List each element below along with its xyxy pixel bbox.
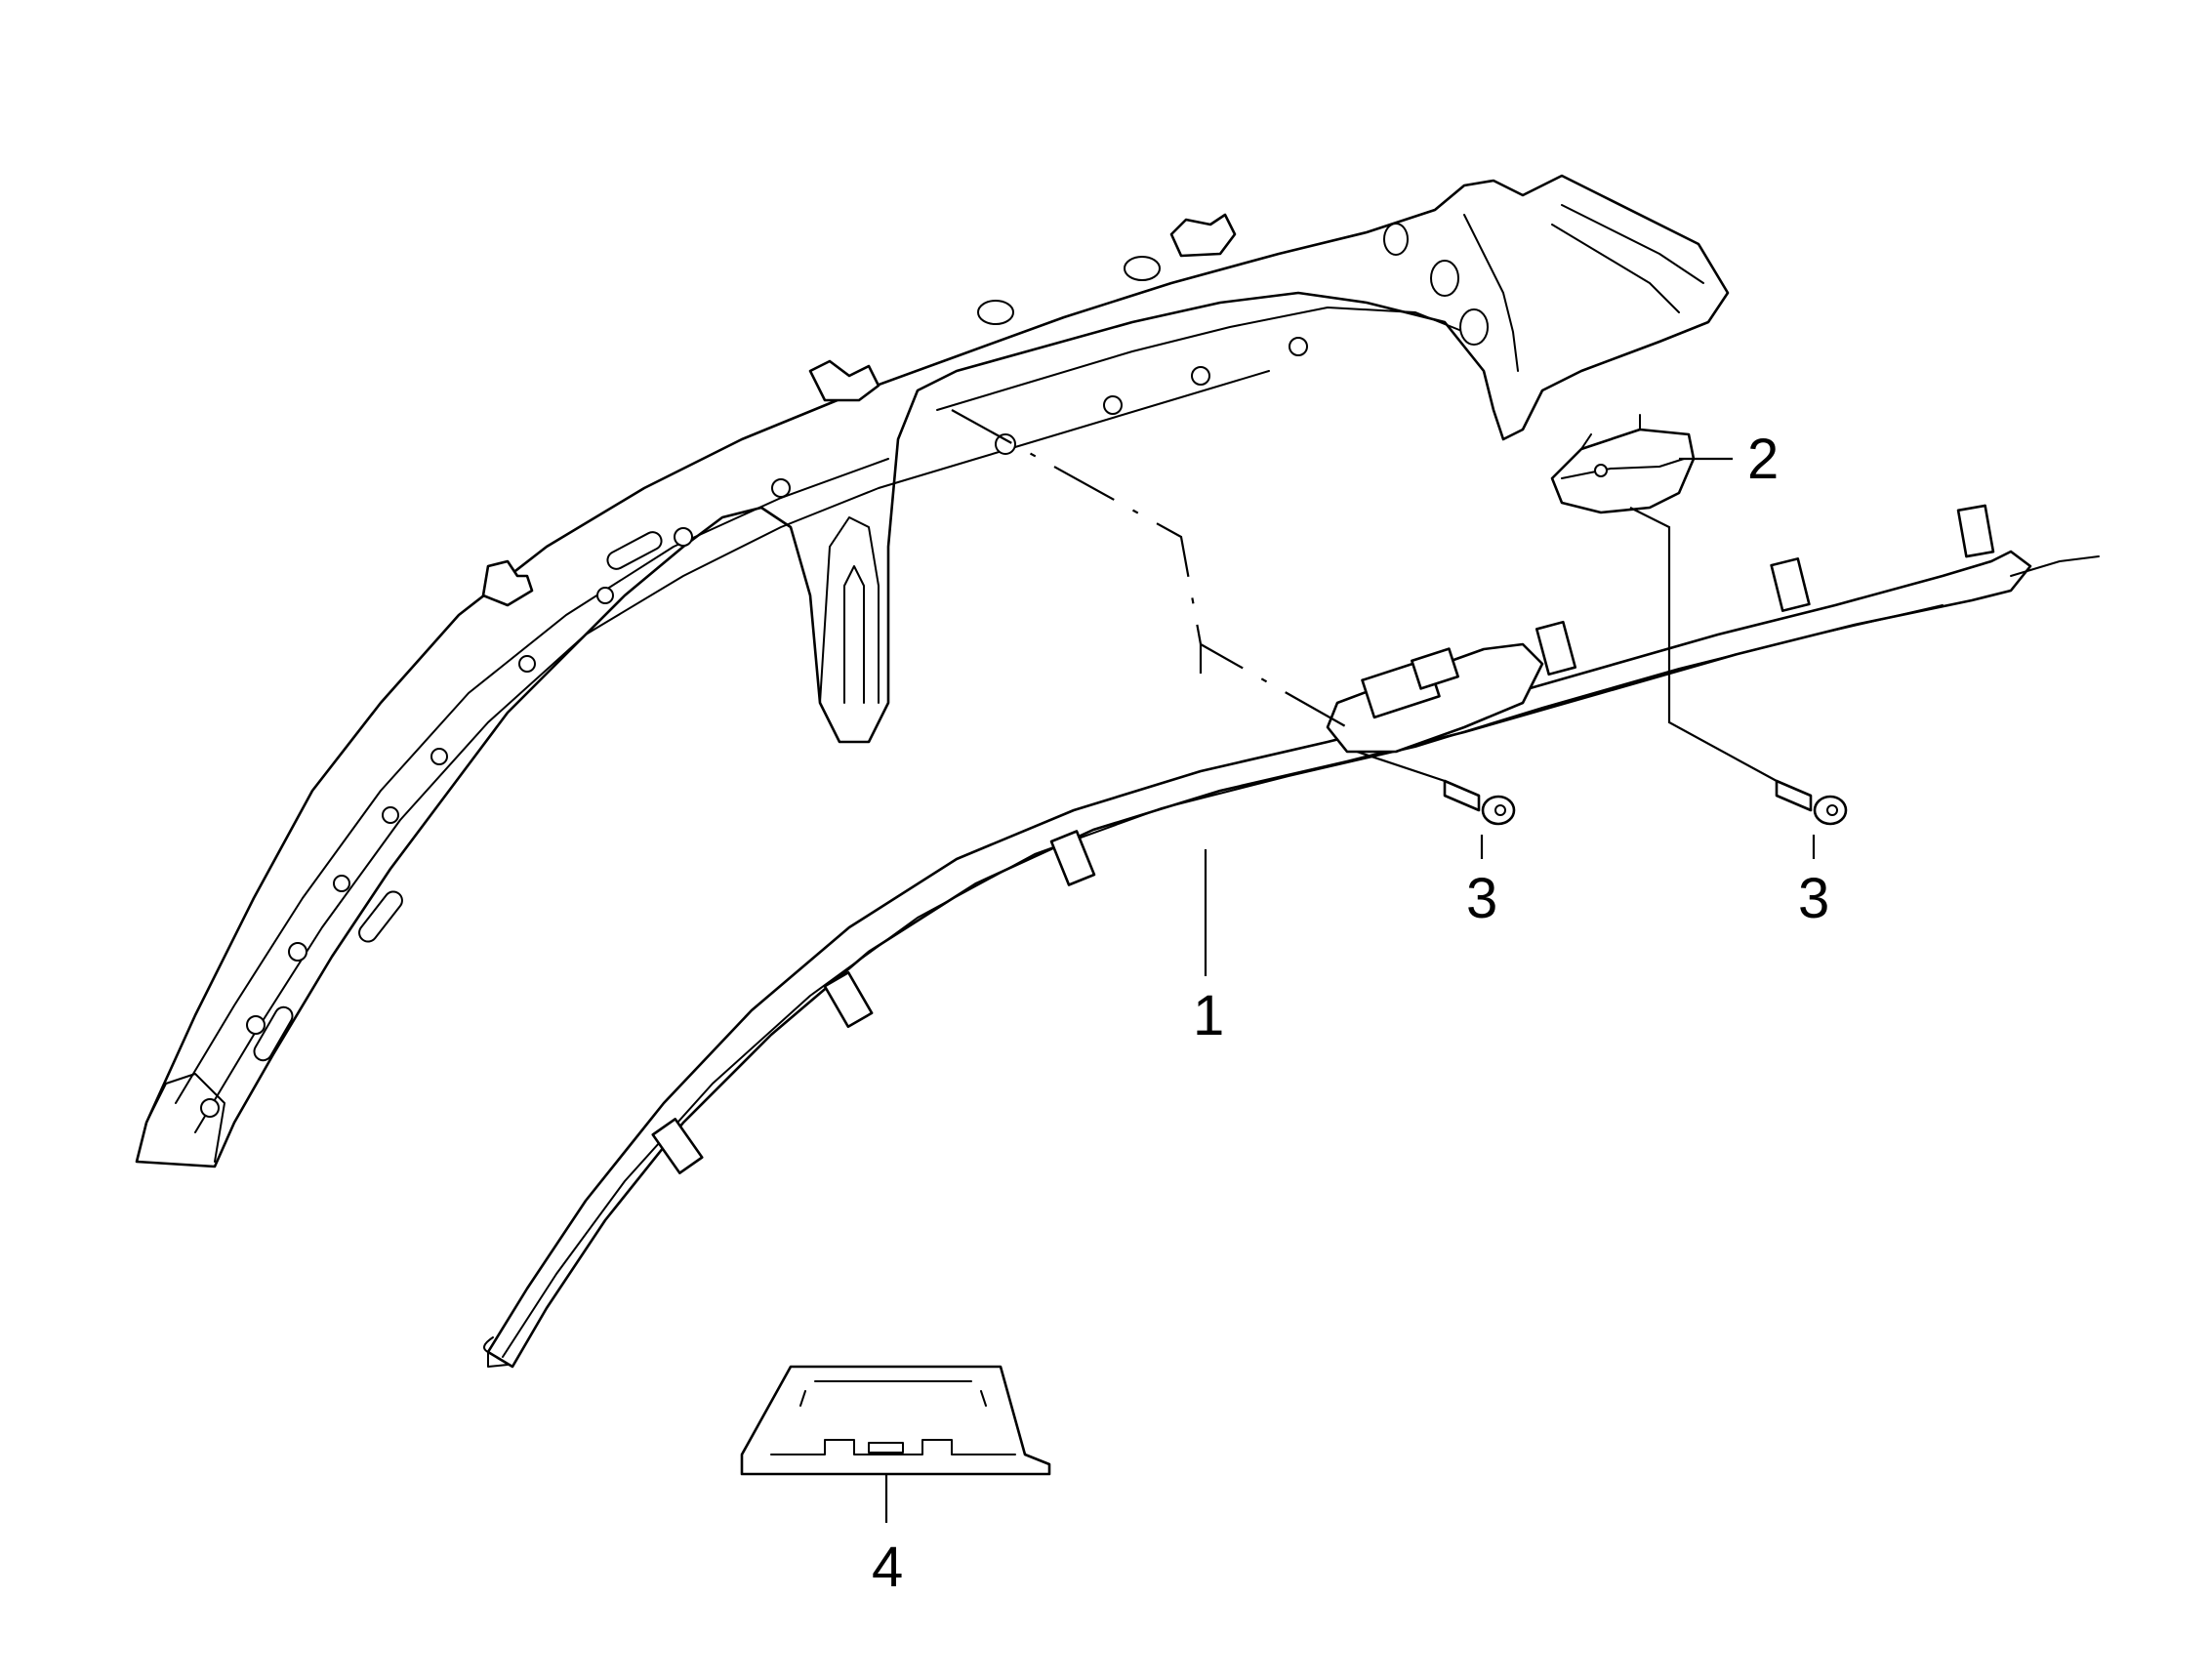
retaining-clip	[740, 1365, 1051, 1476]
callout-2: 2	[1747, 428, 1779, 491]
roof-frame-structure	[135, 174, 1730, 1168]
callout-3a: 3	[1466, 867, 1497, 930]
curtain-airbag	[483, 504, 2100, 1369]
callout-3b: 3	[1798, 867, 1829, 930]
screw-1	[1443, 779, 1516, 826]
leader-lines	[884, 409, 1816, 1523]
bracket-cover	[1550, 414, 1696, 514]
callout-1: 1	[1193, 984, 1224, 1047]
callout-4: 4	[872, 1536, 903, 1599]
screw-2	[1775, 779, 1848, 826]
